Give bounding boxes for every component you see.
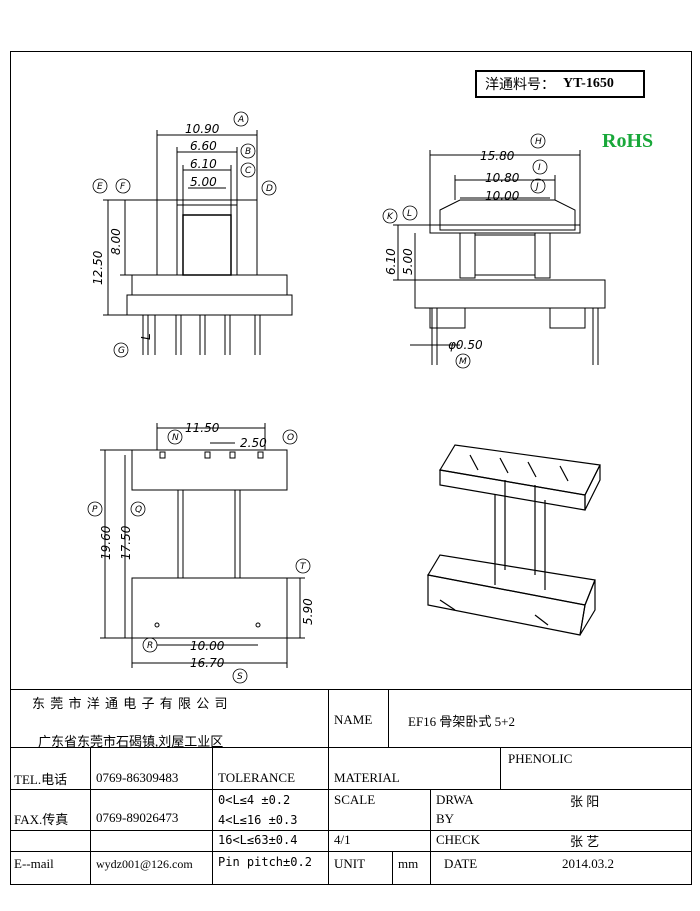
callout-i: I: [538, 163, 541, 173]
tb-rule: [388, 689, 389, 747]
name-value: EF16 骨架卧式 5+2: [408, 713, 516, 729]
tb-rule: [10, 689, 692, 690]
material-label: MATERIAL: [334, 770, 400, 785]
tolerance-pin-pitch: Pin pitch±0.2: [218, 855, 312, 869]
dim-top-h1: 12.50: [91, 250, 105, 285]
part-number-box: 洋通料号： YT-1650: [475, 70, 645, 98]
dim-top-l: L: [139, 333, 153, 340]
dim-top-w1: 10.90: [185, 122, 220, 136]
callout-t: T: [300, 562, 307, 572]
tb-rule: [500, 747, 501, 789]
tb-rule: [10, 830, 328, 831]
tel-value: 0769-86309483: [96, 770, 179, 785]
callout-g: G: [118, 346, 125, 356]
tb-rule: [10, 747, 328, 748]
callout-o: O: [287, 433, 294, 443]
drawn-by-value: 张 阳: [570, 793, 600, 809]
dim-side-w1: 15.80: [480, 149, 515, 163]
dim-top-w2: 6.60: [190, 139, 217, 153]
dim-bottom-w3: 10.00: [190, 639, 225, 653]
bottom-view: 11.50 2.50 19.60 17.50 5.90 10.00 16.70: [99, 421, 315, 670]
tb-rule: [328, 747, 692, 748]
callout-k: K: [387, 212, 394, 222]
callout-a: A: [237, 115, 244, 125]
tb-rule: [10, 851, 692, 852]
front-view: 10.90 6.60 6.10 5.00 12.50 8.00 L: [91, 122, 293, 355]
check-value: 张 艺: [570, 833, 600, 849]
callout-h: H: [535, 137, 542, 147]
callout-d: D: [266, 184, 273, 194]
dim-side-pin: φ0.50: [448, 338, 483, 352]
drawing-sheet-border: [10, 51, 692, 885]
company-address: 广东省东莞市石碣镇,刘屋工业区: [38, 733, 224, 749]
date-label: DATE: [444, 856, 478, 871]
material-value: PHENOLIC: [508, 751, 573, 766]
dim-top-h2: 8.00: [109, 228, 123, 255]
fax-value: 0769-89026473: [96, 810, 179, 825]
callout-q: Q: [135, 505, 142, 515]
tb-rule: [328, 830, 692, 831]
email-label: E--mail: [14, 856, 54, 871]
callout-p: P: [92, 505, 98, 515]
tolerance-range-1: 0<L≤4 ±0.2: [218, 793, 291, 807]
tel-label: TEL.电话: [14, 771, 68, 787]
scale-value: 4/1: [334, 832, 351, 847]
dim-bottom-h1: 19.60: [99, 525, 113, 560]
tolerance-label: TOLERANCE: [218, 770, 296, 785]
part-number-value: YT-1650: [563, 76, 614, 91]
dim-side-h2: 5.00: [401, 248, 415, 275]
dim-bottom-h3: 5.90: [301, 598, 315, 625]
tb-rule: [10, 789, 692, 790]
callout-n: N: [172, 433, 179, 443]
tb-rule: [392, 851, 393, 885]
callout-j: J: [534, 182, 539, 192]
check-label: CHECK: [436, 832, 481, 847]
callout-f: F: [120, 182, 126, 192]
technical-drawing: 10.90 6.60 6.10 5.00 12.50 8.00 L 15.80 …: [87, 111, 606, 684]
rohs-mark: RoHS: [602, 130, 654, 152]
tb-rule: [430, 789, 431, 885]
unit-value: mm: [398, 856, 419, 871]
unit-label: UNIT: [334, 856, 366, 871]
callout-e: E: [97, 182, 103, 192]
name-label: NAME: [334, 712, 373, 727]
by-label: BY: [436, 811, 455, 826]
tb-rule: [90, 747, 91, 885]
dim-top-w3: 6.10: [190, 157, 217, 171]
tolerance-range-3: 16<L≤63±0.4: [218, 833, 298, 847]
callout-s: S: [237, 672, 243, 682]
isometric-view: [427, 444, 601, 636]
drawn-label: DRWA: [436, 792, 474, 807]
dim-side-w3: 10.00: [485, 189, 520, 203]
company-name: 东 莞 市 洋 通 电 子 有 限 公 司: [32, 695, 229, 711]
callout-r: R: [147, 641, 153, 651]
dim-bottom-h2: 17.50: [119, 525, 133, 560]
tolerance-range-2: 4<L≤16 ±0.3: [218, 813, 298, 827]
dim-bottom-w2: 2.50: [240, 436, 267, 450]
callout-b: B: [245, 147, 251, 157]
callouts: A B C D E F G H I J K L M N O P Q R S T: [87, 111, 548, 684]
part-number-label: 洋通料号：: [485, 78, 555, 93]
dim-side-w2: 10.80: [485, 171, 520, 185]
email-value: wydz001@126.com: [96, 856, 193, 871]
dim-side-h1: 6.10: [384, 248, 398, 275]
dim-bottom-w4: 16.70: [190, 656, 225, 670]
title-block: 东 莞 市 洋 通 电 子 有 限 公 司 广东省东莞市石碣镇,刘屋工业区 NA…: [10, 689, 692, 885]
tb-rule: [212, 747, 213, 885]
fax-label: FAX.传真: [14, 811, 69, 827]
callout-l: L: [407, 209, 412, 219]
side-view: 15.80 10.80 10.00 6.10 5.00 φ0.50: [384, 149, 606, 365]
tb-rule: [328, 689, 329, 885]
callout-c: C: [245, 166, 252, 176]
scale-label: SCALE: [334, 792, 376, 807]
date-value: 2014.03.2: [562, 856, 614, 871]
dim-bottom-w1: 11.50: [185, 421, 220, 435]
callout-m: M: [459, 357, 467, 367]
dim-top-w4: 5.00: [190, 175, 217, 189]
